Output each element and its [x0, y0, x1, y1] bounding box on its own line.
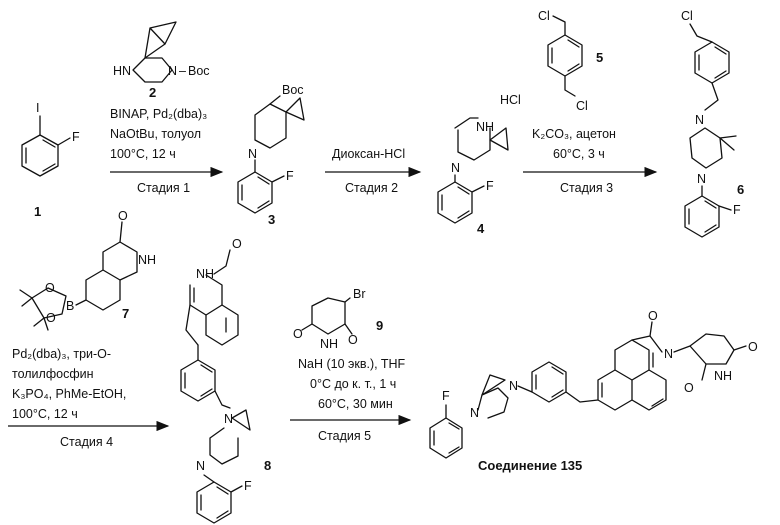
n-atom: N	[168, 64, 177, 78]
compound-4-structure: HCl NH N F 4	[438, 93, 521, 236]
hcl-salt: HCl	[500, 93, 521, 107]
compound-7-label: 7	[122, 306, 129, 321]
fluorine-atom-135: F	[442, 389, 450, 403]
nh-atom-135: NH	[714, 369, 732, 383]
step-1-reagent-line-2: NaOtBu, толуол	[110, 127, 201, 141]
fluorine-atom: F	[72, 130, 80, 144]
oxygen-atom-135c: O	[684, 381, 694, 395]
compound-2-label: 2	[149, 85, 156, 100]
step-1-reagent-line-1: BINAP, Pd₂(dba)₃	[110, 107, 207, 121]
compound-3-structure: Boc N F 3	[238, 83, 304, 227]
step-2-reagents: Диоксан-HCl Стадия 2	[325, 147, 420, 195]
step-3-conditions: 60°C, 3 ч	[553, 147, 605, 161]
compound-5-label: 5	[596, 50, 603, 65]
compound-135-label: Соединение 135	[478, 458, 582, 473]
n-atom-3: N	[248, 147, 257, 161]
boc-group: Boc	[188, 64, 210, 78]
step-4-conditions: 100°C, 12 ч	[12, 407, 78, 421]
compound-6-structure: Cl N N F 6	[681, 9, 744, 237]
bromine-atom: Br	[353, 287, 366, 301]
step-5-stage-label: Стадия 5	[318, 429, 371, 443]
step-1-stage-label: Стадия 1	[137, 181, 190, 195]
compound-7-structure: O O B NH O 7	[20, 209, 156, 330]
n-atom-135c: N	[664, 347, 673, 361]
hn-atom: HN	[113, 64, 131, 78]
oxygen-atom-135a: O	[648, 309, 658, 323]
step-4-reagent-line-1: Pd₂(dba)₃, три-O-	[12, 347, 111, 361]
compound-9-structure: Br O O NH 9	[293, 287, 383, 351]
step-1-conditions: 100°C, 12 ч	[110, 147, 176, 161]
step-3-reagent-line-1: K₂CO₃, ацетон	[532, 127, 616, 141]
boron-atom: B	[66, 299, 74, 313]
compound-1-label: 1	[34, 204, 41, 219]
fluorine-atom-4: F	[486, 179, 494, 193]
step-5-reagent-line-1: NaH (10 экв.), THF	[298, 357, 406, 371]
chlorine-atom-5b: Cl	[576, 99, 588, 113]
step-1-reagents: BINAP, Pd₂(dba)₃ NaOtBu, толуол 100°C, 1…	[110, 107, 222, 195]
fluorine-atom-3: F	[286, 169, 294, 183]
step-3-stage-label: Стадия 3	[560, 181, 613, 195]
nh-atom-4: NH	[476, 120, 494, 134]
step-2-reagent: Диоксан-HCl	[332, 147, 405, 161]
chlorine-atom-6: Cl	[681, 9, 693, 23]
compound-9-label: 9	[376, 318, 383, 333]
boc-group-3: Boc	[282, 83, 304, 97]
n-atom-135b: N	[509, 379, 518, 393]
compound-135-structure: F N N O N O NH O Соединение 135	[430, 309, 758, 473]
nh-atom-7: NH	[138, 253, 156, 267]
n-atom-4: N	[451, 161, 460, 175]
fluorine-atom-8: F	[244, 479, 252, 493]
step-5-conditions: 60°C, 30 мин	[318, 397, 393, 411]
compound-1-structure: I F 1	[22, 101, 80, 219]
iodine-atom: I	[36, 101, 39, 115]
compound-8-structure: NH O N N F 8	[181, 237, 271, 523]
step-4-stage-label: Стадия 4	[60, 435, 113, 449]
oxygen-atom-7c: O	[118, 209, 128, 223]
oxygen-atom-9b: O	[348, 333, 358, 347]
chlorine-atom-5a: Cl	[538, 9, 550, 23]
compound-3-label: 3	[268, 212, 275, 227]
fluorine-atom-6: F	[733, 203, 741, 217]
compound-8-label: 8	[264, 458, 271, 473]
step-4-reagents: Pd₂(dba)₃, три-O- толилфосфин K₃PO₄, PhM…	[8, 347, 168, 449]
nh-atom-9: NH	[320, 337, 338, 351]
step-4-reagent-line-3: K₃PO₄, PhMe-EtOH,	[12, 387, 126, 401]
oxygen-atom-9a: O	[293, 327, 303, 341]
compound-2-structure: HN N – Boc 2	[113, 22, 210, 100]
n-atom-6b: N	[697, 172, 706, 186]
oxygen-atom-135b: O	[748, 340, 758, 354]
n-atom-8a: N	[224, 412, 233, 426]
n-atom-8b: N	[196, 459, 205, 473]
dash: –	[179, 64, 186, 78]
oxygen-atom-7b: O	[46, 311, 56, 325]
step-4-reagent-line-2: толилфосфин	[12, 367, 94, 381]
n-atom-6a: N	[695, 113, 704, 127]
compound-4-label: 4	[477, 221, 485, 236]
compound-6-label: 6	[737, 182, 744, 197]
oxygen-atom-7a: O	[45, 281, 55, 295]
n-atom-135a: N	[470, 406, 479, 420]
step-5-reagent-line-2: 0°C до к. т., 1 ч	[310, 377, 396, 391]
step-2-stage-label: Стадия 2	[345, 181, 398, 195]
step-3-reagents: K₂CO₃, ацетон 60°C, 3 ч Стадия 3	[523, 127, 656, 195]
step-5-reagents: NaH (10 экв.), THF 0°C до к. т., 1 ч 60°…	[290, 357, 410, 443]
oxygen-atom-8: O	[232, 237, 242, 251]
compound-5-structure: Cl Cl 5	[538, 9, 603, 113]
